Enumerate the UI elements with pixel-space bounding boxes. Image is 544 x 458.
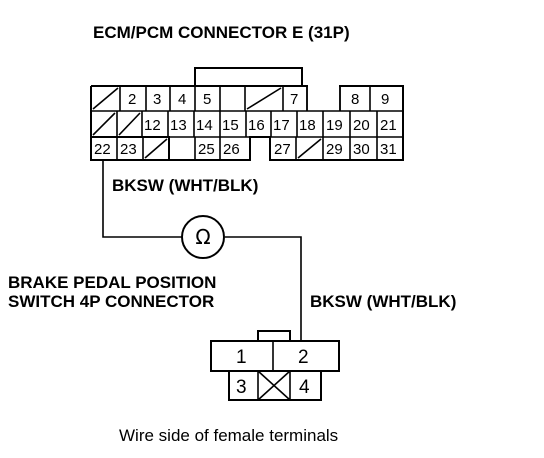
ecm-pin-23: 23 — [120, 141, 137, 158]
switch-pin-2: 2 — [298, 347, 309, 368]
ecm-pin-12: 12 — [144, 117, 161, 134]
ecm-empty-cavity-10 — [92, 112, 116, 136]
ecm-pin-19: 19 — [326, 117, 343, 134]
ecm-pin-5: 5 — [203, 91, 211, 108]
ecm-pin-7: 7 — [290, 91, 298, 108]
wire-label-upper: BKSW (WHT/BLK) — [112, 176, 258, 195]
ecm-empty-cavity-28 — [297, 138, 322, 159]
ecm-pin-29: 29 — [326, 141, 343, 158]
ecm-pin-25: 25 — [198, 141, 215, 158]
switch-pin-3: 3 — [236, 377, 247, 398]
ecm-empty-cavity-6 — [246, 87, 282, 110]
ecm-pin-8: 8 — [351, 91, 359, 108]
switch-connector-title-1: BRAKE PEDAL POSITION — [8, 273, 216, 292]
ecm-empty-cavity-11 — [118, 112, 141, 136]
ecm-empty-cavity-1 — [92, 87, 119, 110]
switch-connector-title-2: SWITCH 4P CONNECTOR — [8, 292, 214, 311]
ohmmeter-icon: Ω — [181, 215, 225, 259]
ecm-connector-title: ECM/PCM CONNECTOR E (31P) — [93, 23, 350, 42]
ecm-pin-3: 3 — [153, 91, 161, 108]
test-wire — [102, 160, 182, 238]
test-wire-to-switch — [225, 236, 302, 341]
ecm-pin-15: 15 — [222, 117, 239, 134]
ecm-pin-20: 20 — [353, 117, 370, 134]
ecm-empty-cavity-24 — [144, 138, 168, 159]
ecm-pin-31: 31 — [380, 141, 397, 158]
ecm-pin-22: 22 — [94, 141, 111, 158]
ecm-pin-4: 4 — [178, 91, 186, 108]
switch-pin-4: 4 — [299, 377, 310, 398]
ecm-pin-18: 18 — [299, 117, 316, 134]
ohmmeter-symbol: Ω — [195, 225, 210, 249]
ecm-pin-16: 16 — [248, 117, 265, 134]
ecm-pin-2: 2 — [128, 91, 136, 108]
caption: Wire side of female terminals — [119, 426, 338, 445]
ecm-connector: 2 3 4 5 7 8 9 12 13 14 15 16 17 18 19 20… — [90, 67, 404, 161]
ecm-pin-17: 17 — [273, 117, 290, 134]
ecm-pin-27: 27 — [274, 141, 291, 158]
ecm-pin-26: 26 — [223, 141, 240, 158]
ecm-pin-9: 9 — [381, 91, 389, 108]
ecm-pin-30: 30 — [353, 141, 370, 158]
ecm-pin-21: 21 — [380, 117, 397, 134]
ecm-connector-lock-tab — [194, 67, 303, 86]
switch-connector: 1 2 3 4 — [210, 330, 340, 401]
switch-pin-1: 1 — [236, 347, 247, 368]
ecm-pin-13: 13 — [170, 117, 187, 134]
ecm-pin-14: 14 — [196, 117, 213, 134]
wire-label-lower: BKSW (WHT/BLK) — [310, 292, 456, 311]
switch-connector-lock-tab — [257, 330, 291, 341]
